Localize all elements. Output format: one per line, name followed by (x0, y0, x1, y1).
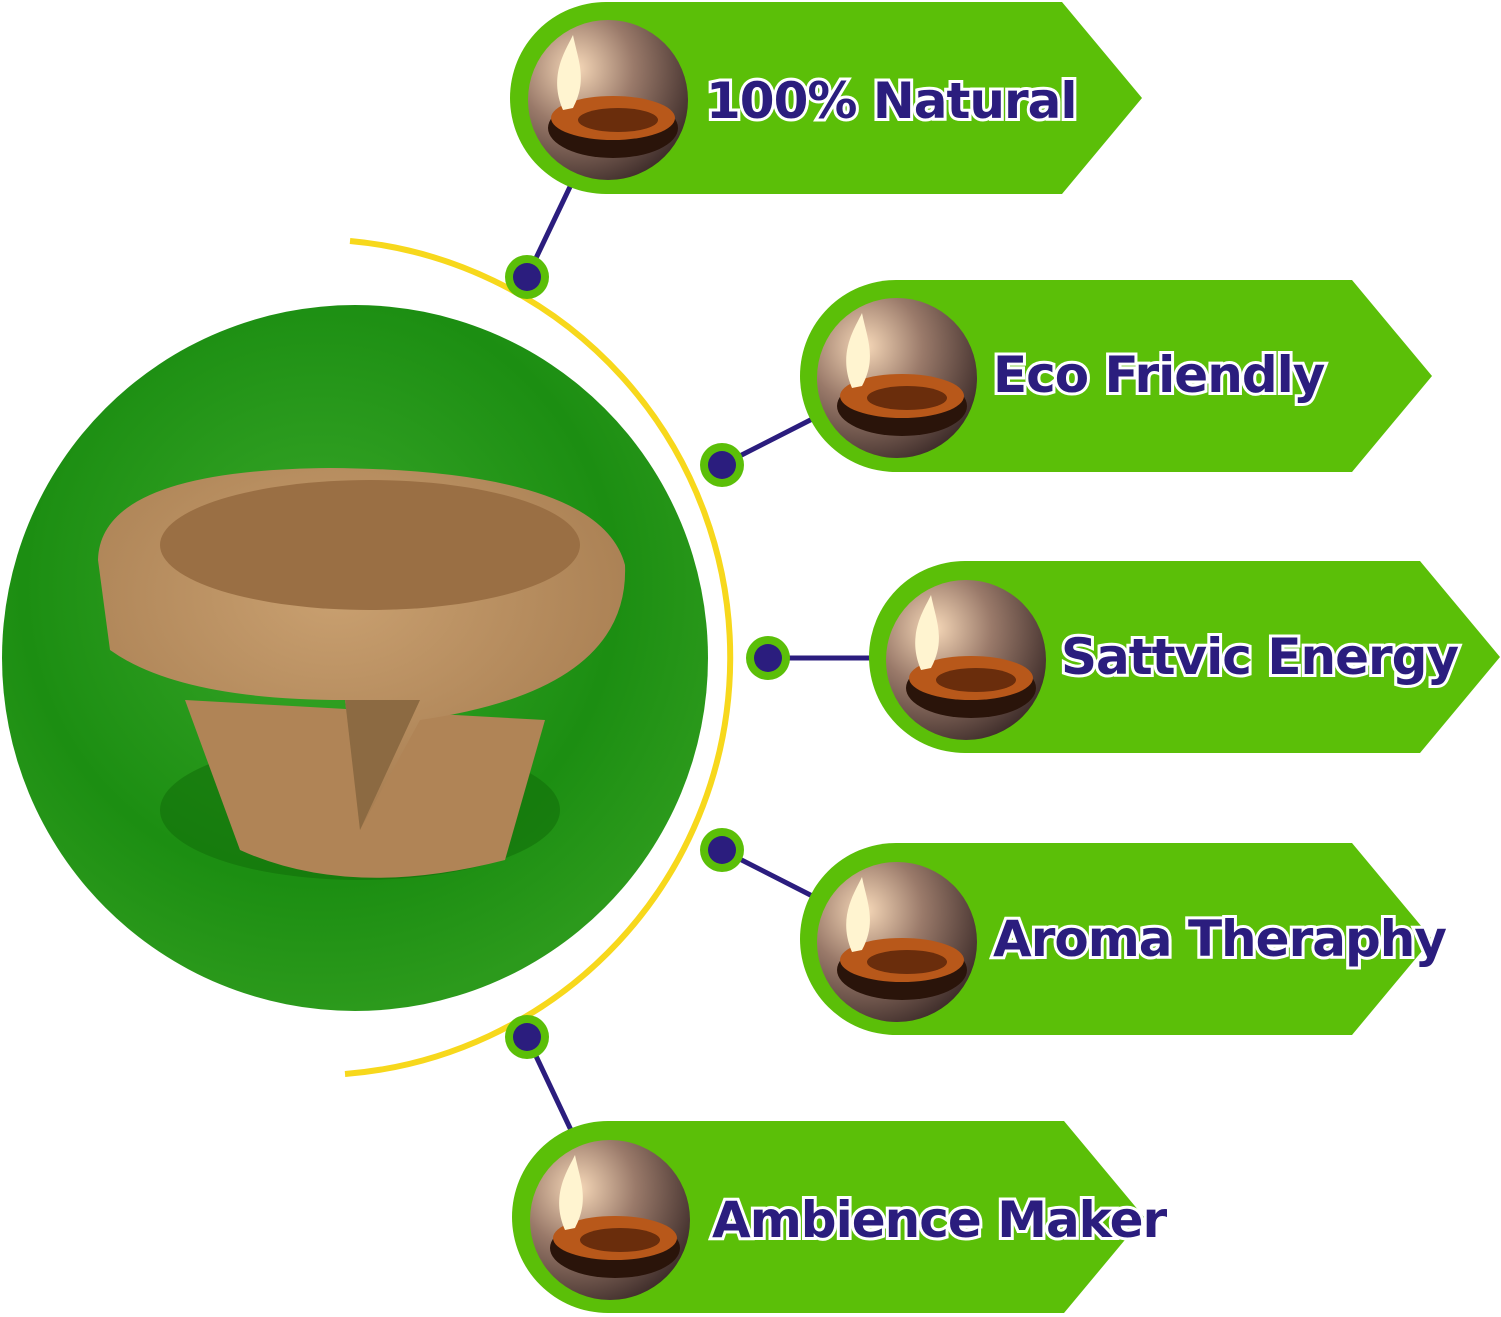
feature-badge-ambience-maker: Ambience Maker (512, 1121, 1172, 1313)
arc-dots (505, 255, 790, 1059)
feature-label: Aroma Theraphy (993, 910, 1446, 968)
feature-badge-aroma-therapy: Aroma Theraphy (800, 843, 1450, 1035)
clay-diya-product-image (98, 468, 626, 880)
arc-dot (505, 1015, 549, 1059)
arc-dot (700, 828, 744, 872)
feature-label: 100% Natural (706, 72, 1077, 130)
yellow-arc (344, 238, 734, 1077)
feature-badge-eco-friendly: Eco Friendly (800, 280, 1432, 472)
arc-dot (700, 443, 744, 487)
feature-badge-sattvic-energy: Sattvic Energy (869, 561, 1500, 753)
arc-dot (746, 636, 790, 680)
feature-label: Sattvic Energy (1061, 628, 1458, 686)
diya-lamp-icon (886, 580, 1046, 740)
diya-lamp-icon (528, 20, 688, 180)
feature-label: Ambience Maker (712, 1191, 1168, 1249)
diya-lamp-icon (817, 298, 977, 458)
feature-label: Eco Friendly (993, 346, 1325, 404)
feature-badge-natural: 100% Natural (510, 2, 1142, 194)
diya-lamp-icon (817, 862, 977, 1022)
arc-dot (505, 255, 549, 299)
diya-lamp-icon (530, 1140, 690, 1300)
